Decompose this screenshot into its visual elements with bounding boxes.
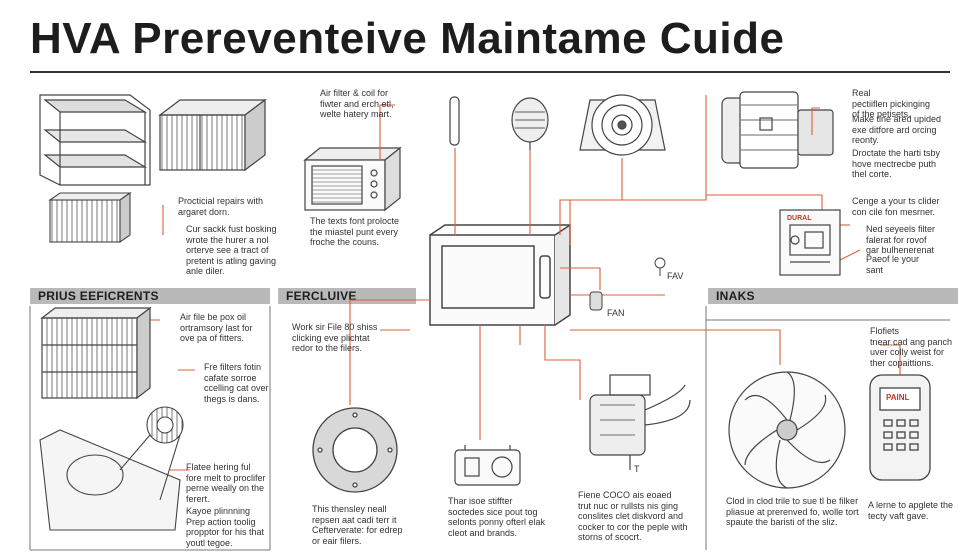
large-fan-blade-illustration (728, 371, 846, 489)
filter-box-illustration (158, 98, 267, 172)
page-title: HVA Prereventeive Maintame Cuide (30, 14, 785, 63)
central-air-handler (429, 223, 571, 326)
device-screen-label: PAINL (886, 393, 910, 402)
shelf-rack-illustration (39, 94, 151, 186)
motor-illustration (721, 91, 834, 169)
filter-panel-illustration (40, 306, 152, 400)
small-filter-illustration (48, 191, 132, 244)
label-fav: FAV (667, 271, 684, 281)
blower-motor-illustration (589, 374, 691, 470)
label-dural: DURAL (787, 215, 812, 222)
label-t-mark: T (634, 464, 640, 474)
round-fan-illustration (579, 94, 666, 156)
section-header-left: PRIUS EEFICRENTS (30, 288, 270, 304)
handheld-meter-illustration (869, 374, 931, 481)
furnace-unit-illustration (303, 146, 402, 212)
tool-illustrations (449, 96, 549, 150)
control-panel-illustration (779, 209, 841, 276)
leader-lines (140, 95, 901, 471)
title-divider (30, 71, 950, 73)
section-header-right: INAKS (708, 288, 958, 304)
fan-component (589, 291, 603, 311)
fav-component (654, 257, 666, 276)
fan-assembly-illustration (39, 406, 184, 531)
label-fan: FAN (607, 308, 625, 318)
section-frames (29, 306, 950, 551)
gasket-ring-illustration (312, 407, 398, 493)
thermostat-illustration (454, 445, 521, 486)
